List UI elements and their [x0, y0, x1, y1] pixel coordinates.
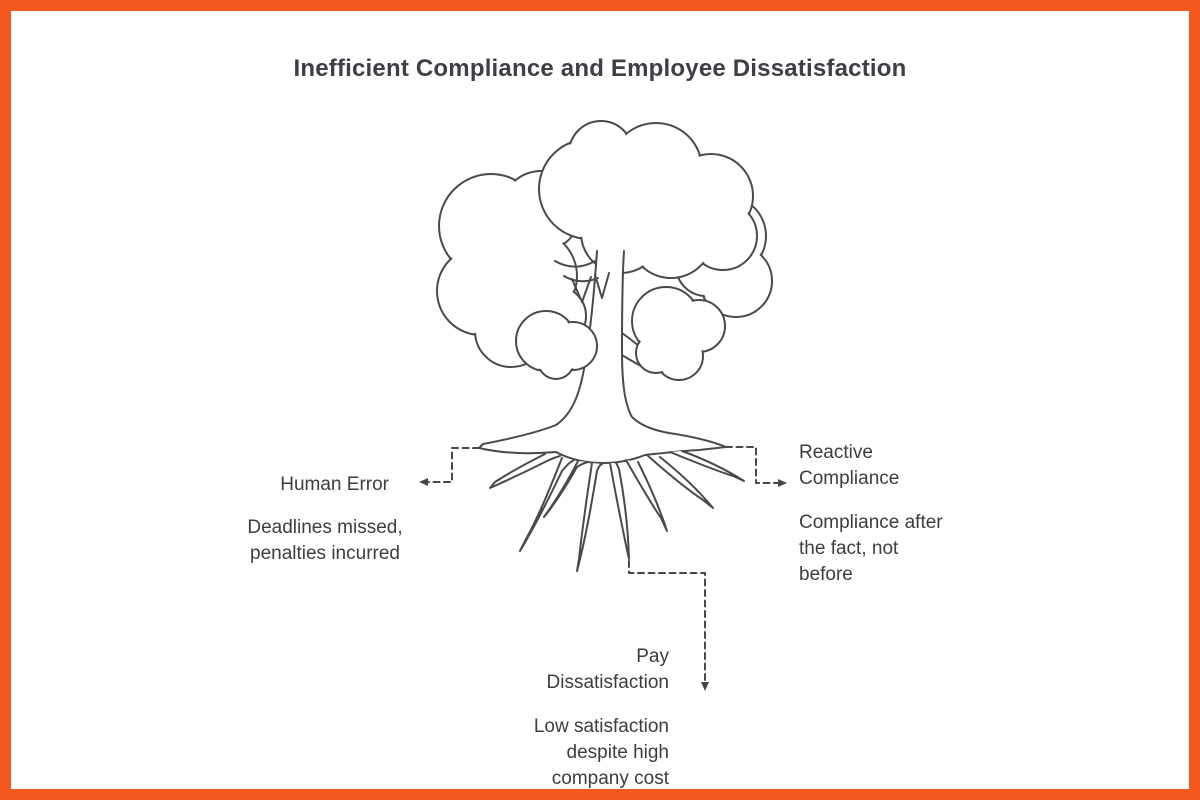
callout-desc-line: company cost: [551, 768, 669, 789]
page-title: Inefficient Compliance and Employee Diss…: [293, 55, 907, 82]
callout-desc-human-error: Deadlines missed, penalties incurred: [225, 515, 425, 567]
callout-title-human-error: Human Error: [280, 472, 389, 498]
tree-with-roots-illustration: [419, 120, 787, 691]
connector-arrowheads: [419, 478, 787, 691]
canopy-cloud-small-right: [631, 286, 726, 381]
callout-desc-line: Low satisfaction: [533, 716, 669, 737]
connector-reactive-compliance: [725, 446, 779, 484]
arrow-left-icon: [419, 478, 428, 486]
callout-desc-line: Compliance after: [799, 512, 943, 533]
callout-desc-line: before: [799, 564, 853, 585]
callout-desc-line: Deadlines missed,: [247, 517, 403, 538]
connector-pay-dissatisfaction: [628, 560, 706, 683]
callout-title-reactive-compliance: Reactive Compliance: [799, 440, 899, 492]
callout-desc-line: penalties incurred: [250, 543, 400, 564]
arrow-right-icon: [778, 479, 787, 487]
callout-title-line: Dissatisfaction: [546, 672, 670, 693]
trunk: [478, 250, 727, 464]
callout-connectors: [427, 446, 779, 683]
callout-desc-reactive-compliance: Compliance after the fact, not before: [799, 510, 943, 588]
callout-desc-pay-dissatisfaction: Low satisfaction despite high company co…: [533, 714, 669, 789]
callout-title-line: Compliance: [799, 468, 900, 489]
connector-human-error: [427, 447, 480, 483]
callout-title-line: Human Error: [280, 474, 389, 495]
root-tendrils: [489, 450, 745, 572]
arrow-down-icon: [701, 682, 709, 691]
callout-desc-line: despite high: [566, 742, 669, 763]
callout-title-line: Pay: [636, 646, 669, 667]
callout-title-line: Reactive: [799, 442, 873, 463]
callout-desc-line: the fact, not: [799, 538, 899, 559]
callout-title-pay-dissatisfaction: Pay Dissatisfaction: [547, 644, 670, 696]
canopy-cloud-small-left: [515, 310, 598, 380]
